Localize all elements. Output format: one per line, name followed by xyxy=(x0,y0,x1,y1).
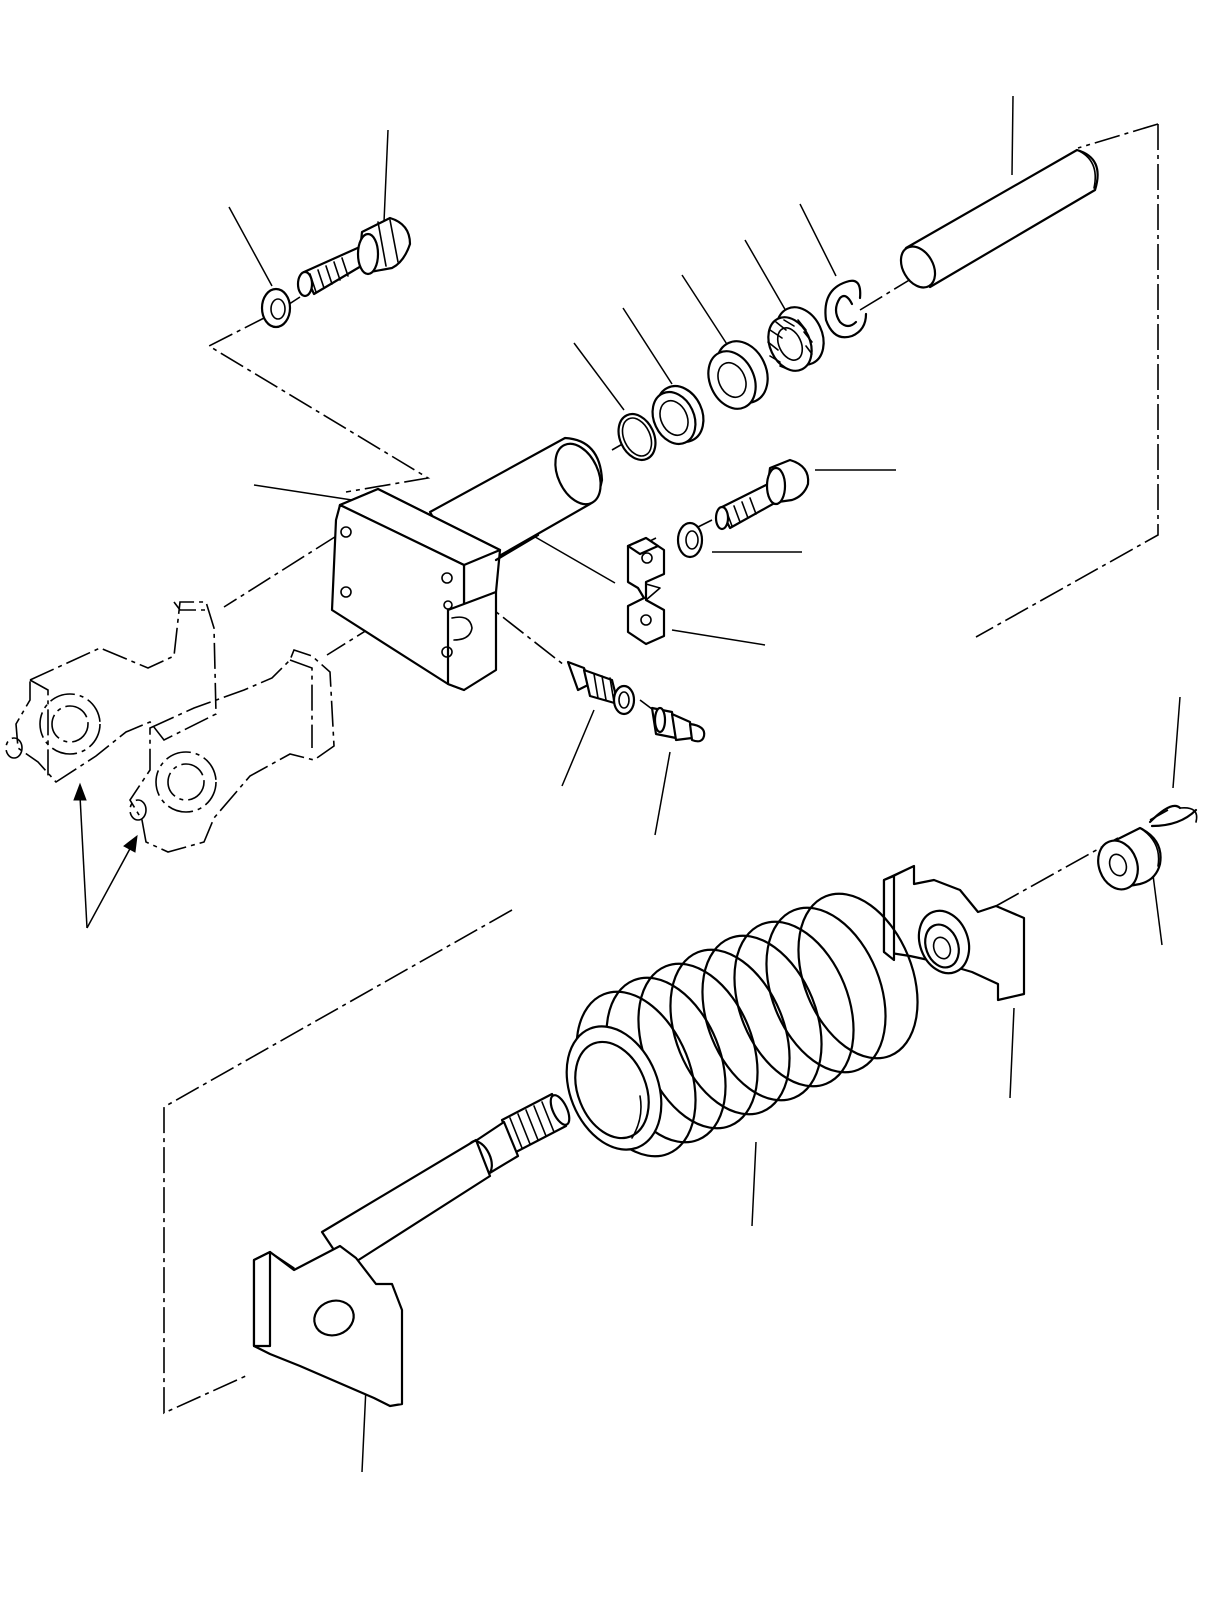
yokes xyxy=(5,601,335,853)
nut xyxy=(1097,826,1162,891)
bolt-mid xyxy=(714,458,810,531)
lock-plate xyxy=(626,536,666,646)
bolt-upper xyxy=(296,216,412,298)
assembly-dash-lines xyxy=(163,123,1169,1415)
spring xyxy=(565,892,919,1158)
washer-mid xyxy=(676,521,704,559)
o-ring xyxy=(617,412,657,462)
washer-upper xyxy=(260,287,292,329)
cotter-pin xyxy=(1148,804,1198,828)
spring-seat-front xyxy=(882,864,1026,1002)
leader-lines xyxy=(79,95,1181,1473)
seal-ring xyxy=(707,340,769,410)
grease-fitting xyxy=(650,706,706,743)
grease-valve xyxy=(566,660,636,716)
spring-rod xyxy=(252,1092,571,1408)
cylinder-body xyxy=(330,436,604,692)
rod xyxy=(899,148,1099,289)
ring xyxy=(651,385,705,445)
snap-ring xyxy=(824,279,868,339)
arrowheads xyxy=(73,782,138,853)
bushing xyxy=(767,306,825,372)
